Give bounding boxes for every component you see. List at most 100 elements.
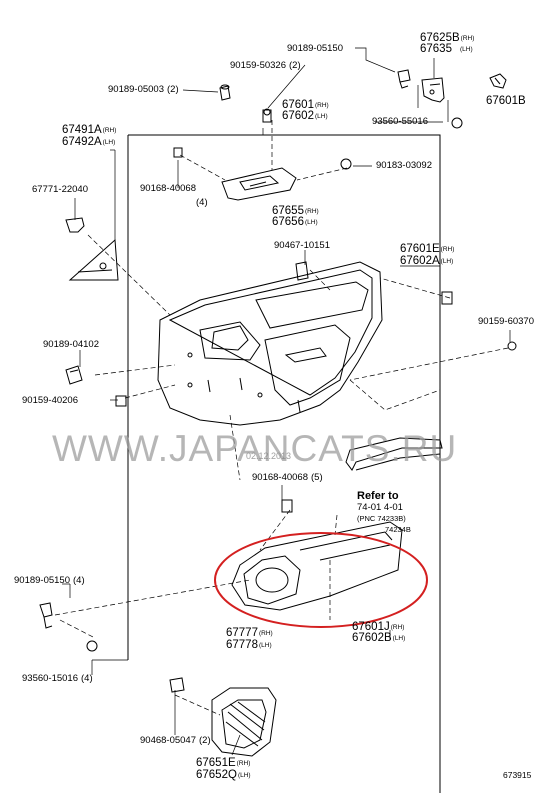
label-90189-05003: 90189-05003(2): [108, 85, 179, 95]
label-67602a: 67602A(LH): [400, 255, 454, 267]
label-67777: 67777(RH): [226, 627, 273, 639]
label-67656-number: 67656: [272, 216, 304, 228]
label-67601-top-side: (RH): [314, 102, 329, 109]
clip-90468-drawing: [169, 677, 185, 693]
label-90189-05150-bottom-number: 90189-05150: [14, 575, 70, 586]
leader-lines: [62, 47, 511, 756]
refer-line-3: 74234B: [385, 525, 411, 534]
label-67635: 67635 (LH): [420, 43, 473, 55]
label-90467-10151: 90467-10151: [274, 240, 330, 251]
label-90468-05047-qty: (2): [199, 735, 211, 746]
label-67492a-side: (LH): [102, 139, 116, 146]
watermark: WWW.JAPANCATS.RU: [52, 428, 458, 469]
label-67602-top-side: (LH): [314, 113, 328, 120]
label-90168-40068-mid: 90168-40068(5): [252, 473, 323, 483]
switch-bezel-drawing: [211, 687, 277, 757]
label-90168-40068-top: 90168-40068: [140, 183, 196, 194]
label-67651e-side: (RH): [236, 760, 251, 767]
label-90159-40206: 90159-40206: [22, 395, 78, 406]
label-90159-50326: 90159-50326(2): [230, 61, 301, 71]
label-67601j-number: 67601J: [352, 621, 390, 633]
label-67651e-number: 67651E: [196, 757, 236, 769]
label-67625b-number: 67625B: [420, 32, 460, 44]
label-90159-50326-number: 90159-50326: [230, 60, 286, 71]
label-67491a: 67491A(RH): [62, 124, 117, 136]
label-90159-60370: 90159-60370: [478, 316, 534, 327]
refer-line-0: Refer to: [357, 490, 399, 502]
label-67778: 67778(LH): [226, 639, 272, 651]
label-67601e: 67601E(RH): [400, 243, 455, 255]
label-90159-50326-qty: (2): [289, 60, 301, 71]
label-90468-05047: 90468-05047(2): [140, 736, 211, 746]
label-67601-top: 67601(RH): [282, 99, 329, 111]
watermark-date: 02.12.2013: [246, 451, 292, 461]
label-67491a-side: (RH): [102, 127, 117, 134]
label-67655-side: (RH): [304, 208, 319, 215]
label-67777-side: (RH): [258, 630, 273, 637]
label-67655-number: 67655: [272, 205, 304, 217]
label-90189-05003-number: 90189-05003: [108, 84, 164, 95]
label-67778-side: (LH): [258, 642, 272, 649]
label-67601e-number: 67601E: [400, 243, 440, 255]
label-93560-15016-qty: (4): [81, 673, 93, 684]
label-93560-55016: 93560-55016: [372, 116, 428, 127]
screw-symbol-15016: [86, 640, 98, 652]
label-67656: 67656(LH): [272, 216, 318, 228]
refer-note: Refer to 74-01 4-01 (PNC 74233B) 74234B: [357, 491, 411, 535]
label-90168-40068-mid-qty: (5): [311, 472, 323, 483]
label-67625b: 67625B(RH): [420, 32, 475, 44]
refer-line-1: 74-01 4-01: [357, 502, 403, 513]
label-90189-05150-bottom-qty: (4): [73, 575, 85, 586]
label-67601j-side: (RH): [390, 624, 405, 631]
label-67652q-number: 67652Q: [196, 769, 237, 781]
label-93560-15016-number: 93560-15016: [22, 673, 78, 684]
label-67601-top-number: 67601: [282, 99, 314, 111]
diagram-code: 673915: [503, 770, 532, 780]
clip-67771-drawing: [65, 217, 85, 233]
label-67602a-side: (LH): [440, 258, 454, 265]
label-67492a: 67492A(LH): [62, 136, 116, 148]
label-67602-top: 67602(LH): [282, 110, 328, 122]
label-90168-40068-mid-number: 90168-40068: [252, 472, 308, 483]
pull-handle-drawing: [345, 437, 443, 471]
label-67651e: 67651E(RH): [196, 757, 251, 769]
label-67778-number: 67778: [226, 639, 258, 651]
clip-67625b-drawing: [397, 69, 445, 103]
label-67602a-number: 67602A: [400, 255, 440, 267]
label-90189-05150-bottom: 90189-05150(4): [14, 576, 85, 586]
label-67652q: 67652Q(LH): [196, 769, 251, 781]
label-67777-number: 67777: [226, 627, 258, 639]
label-67601j: 67601J(RH): [352, 621, 405, 633]
label-90168-40068-top-qty: (4): [196, 197, 208, 208]
label-67602-top-number: 67602: [282, 110, 314, 122]
highlight-ellipse: [214, 532, 428, 628]
label-67601b: 67601B: [486, 95, 526, 107]
label-67655: 67655(RH): [272, 205, 319, 217]
label-67602b: 67602B(LH): [352, 632, 406, 644]
label-67635-number: 67635: [420, 43, 452, 55]
label-90189-05150-top: 90189-05150: [287, 43, 343, 54]
label-67625b-side: (RH): [460, 35, 475, 42]
label-67771-22040: 67771-22040: [32, 184, 88, 195]
screw-symbol-55016: [451, 117, 463, 129]
label-67602b-number: 67602B: [352, 632, 392, 644]
label-67602b-side: (LH): [392, 635, 406, 642]
label-90189-05003-qty: (2): [167, 84, 179, 95]
inside-handle-drawing: [221, 167, 297, 201]
bracket-67491a-drawing: [68, 238, 119, 281]
label-67491a-number: 67491A: [62, 124, 102, 136]
door-trim-panel-drawing: [157, 261, 383, 426]
label-67652q-side: (LH): [237, 772, 251, 779]
refer-line-2: (PNC 74233B): [357, 514, 406, 523]
label-90183-03092: 90183-03092: [376, 160, 432, 171]
label-67601e-side: (RH): [440, 246, 455, 253]
clip-67601b-drawing: [489, 73, 507, 89]
label-67656-side: (LH): [304, 219, 318, 226]
label-67635-side: (LH): [459, 46, 473, 53]
clip-05150-bottom-drawing: [39, 602, 53, 629]
armrest-67777-drawing: [231, 521, 403, 611]
clip-04102-drawing: [65, 365, 83, 385]
label-67492a-number: 67492A: [62, 136, 102, 148]
